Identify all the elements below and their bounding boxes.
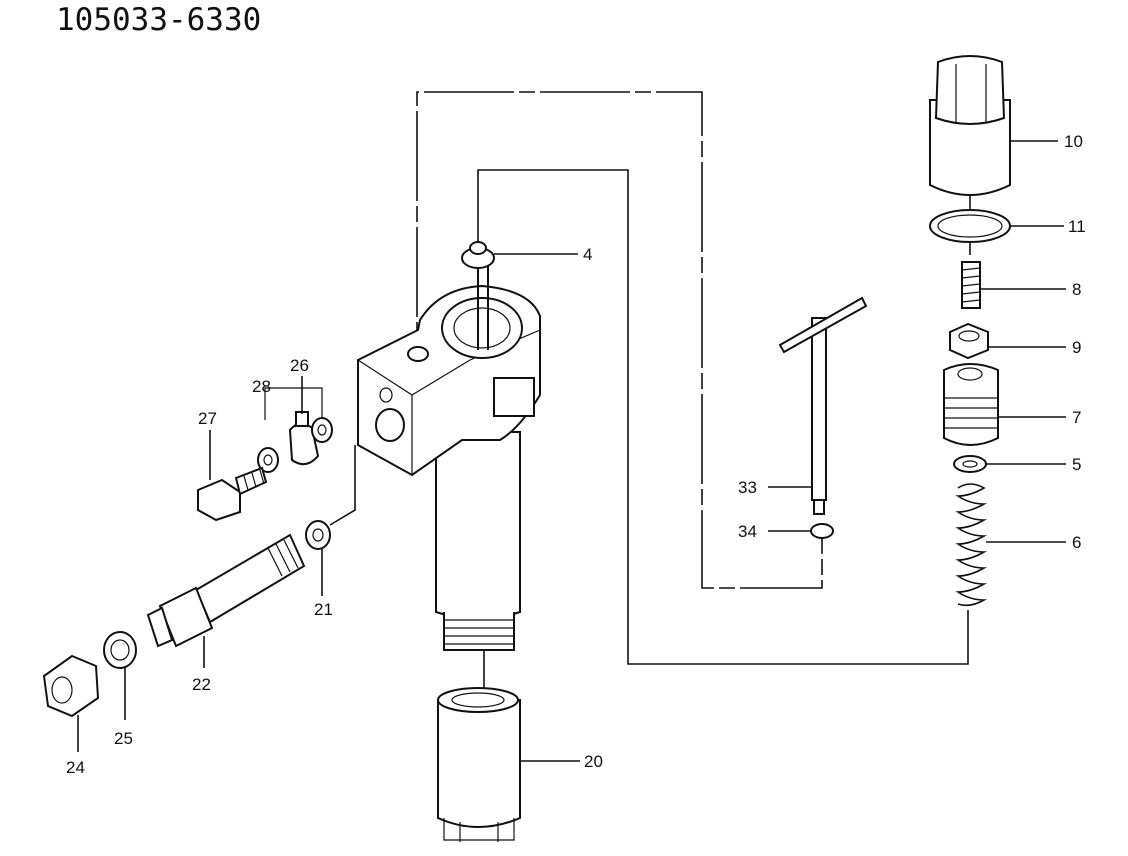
part-24-nut (42, 654, 100, 718)
callout-21: 21 (314, 600, 333, 619)
part-21-gasket (305, 520, 331, 550)
part-27-bolt (197, 466, 268, 522)
callout-6: 6 (1072, 533, 1081, 552)
callout-labels: 4 10 11 8 9 7 5 6 20 33 34 21 22 25 24 2… (66, 132, 1086, 777)
callout-28: 28 (252, 377, 271, 396)
callout-25: 25 (114, 729, 133, 748)
callout-7: 7 (1072, 408, 1081, 427)
assembly-guide-lines (264, 91, 971, 720)
part-33-t-wrench (778, 296, 868, 515)
callout-26: 26 (290, 356, 309, 375)
callout-24: 24 (66, 758, 85, 777)
callout-34: 34 (738, 522, 757, 541)
callout-4: 4 (583, 245, 592, 264)
callout-20: 20 (584, 752, 603, 771)
part-number-title: 105033-6330 (56, 2, 262, 38)
part-10-cap-nut (929, 55, 1011, 196)
part-26-eye-fitting (288, 411, 320, 466)
callout-27: 27 (198, 409, 217, 428)
part-20-retaining-nut (437, 687, 521, 842)
part-4-pin (461, 241, 495, 269)
part-9-lock-nut (949, 322, 989, 360)
part-6-spring (955, 483, 988, 607)
callout-11: 11 (1068, 217, 1086, 236)
part-28-washers (257, 417, 333, 473)
part-25-washer (103, 631, 137, 669)
part-22-inlet-connector (146, 533, 306, 648)
callout-5: 5 (1072, 455, 1081, 474)
nozzle-holder-body (357, 262, 541, 651)
part-8-adjusting-screw (961, 261, 981, 309)
callout-33: 33 (738, 478, 757, 497)
callout-10: 10 (1064, 132, 1083, 151)
part-7-spring-retainer (943, 363, 999, 446)
callout-9: 9 (1072, 338, 1081, 357)
callout-22: 22 (192, 675, 211, 694)
part-34-o-ring (810, 523, 834, 539)
part-5-spring-seat (953, 455, 987, 473)
part-11-gasket (929, 209, 1011, 243)
callout-8: 8 (1072, 280, 1081, 299)
leader-lines (77, 140, 1066, 762)
